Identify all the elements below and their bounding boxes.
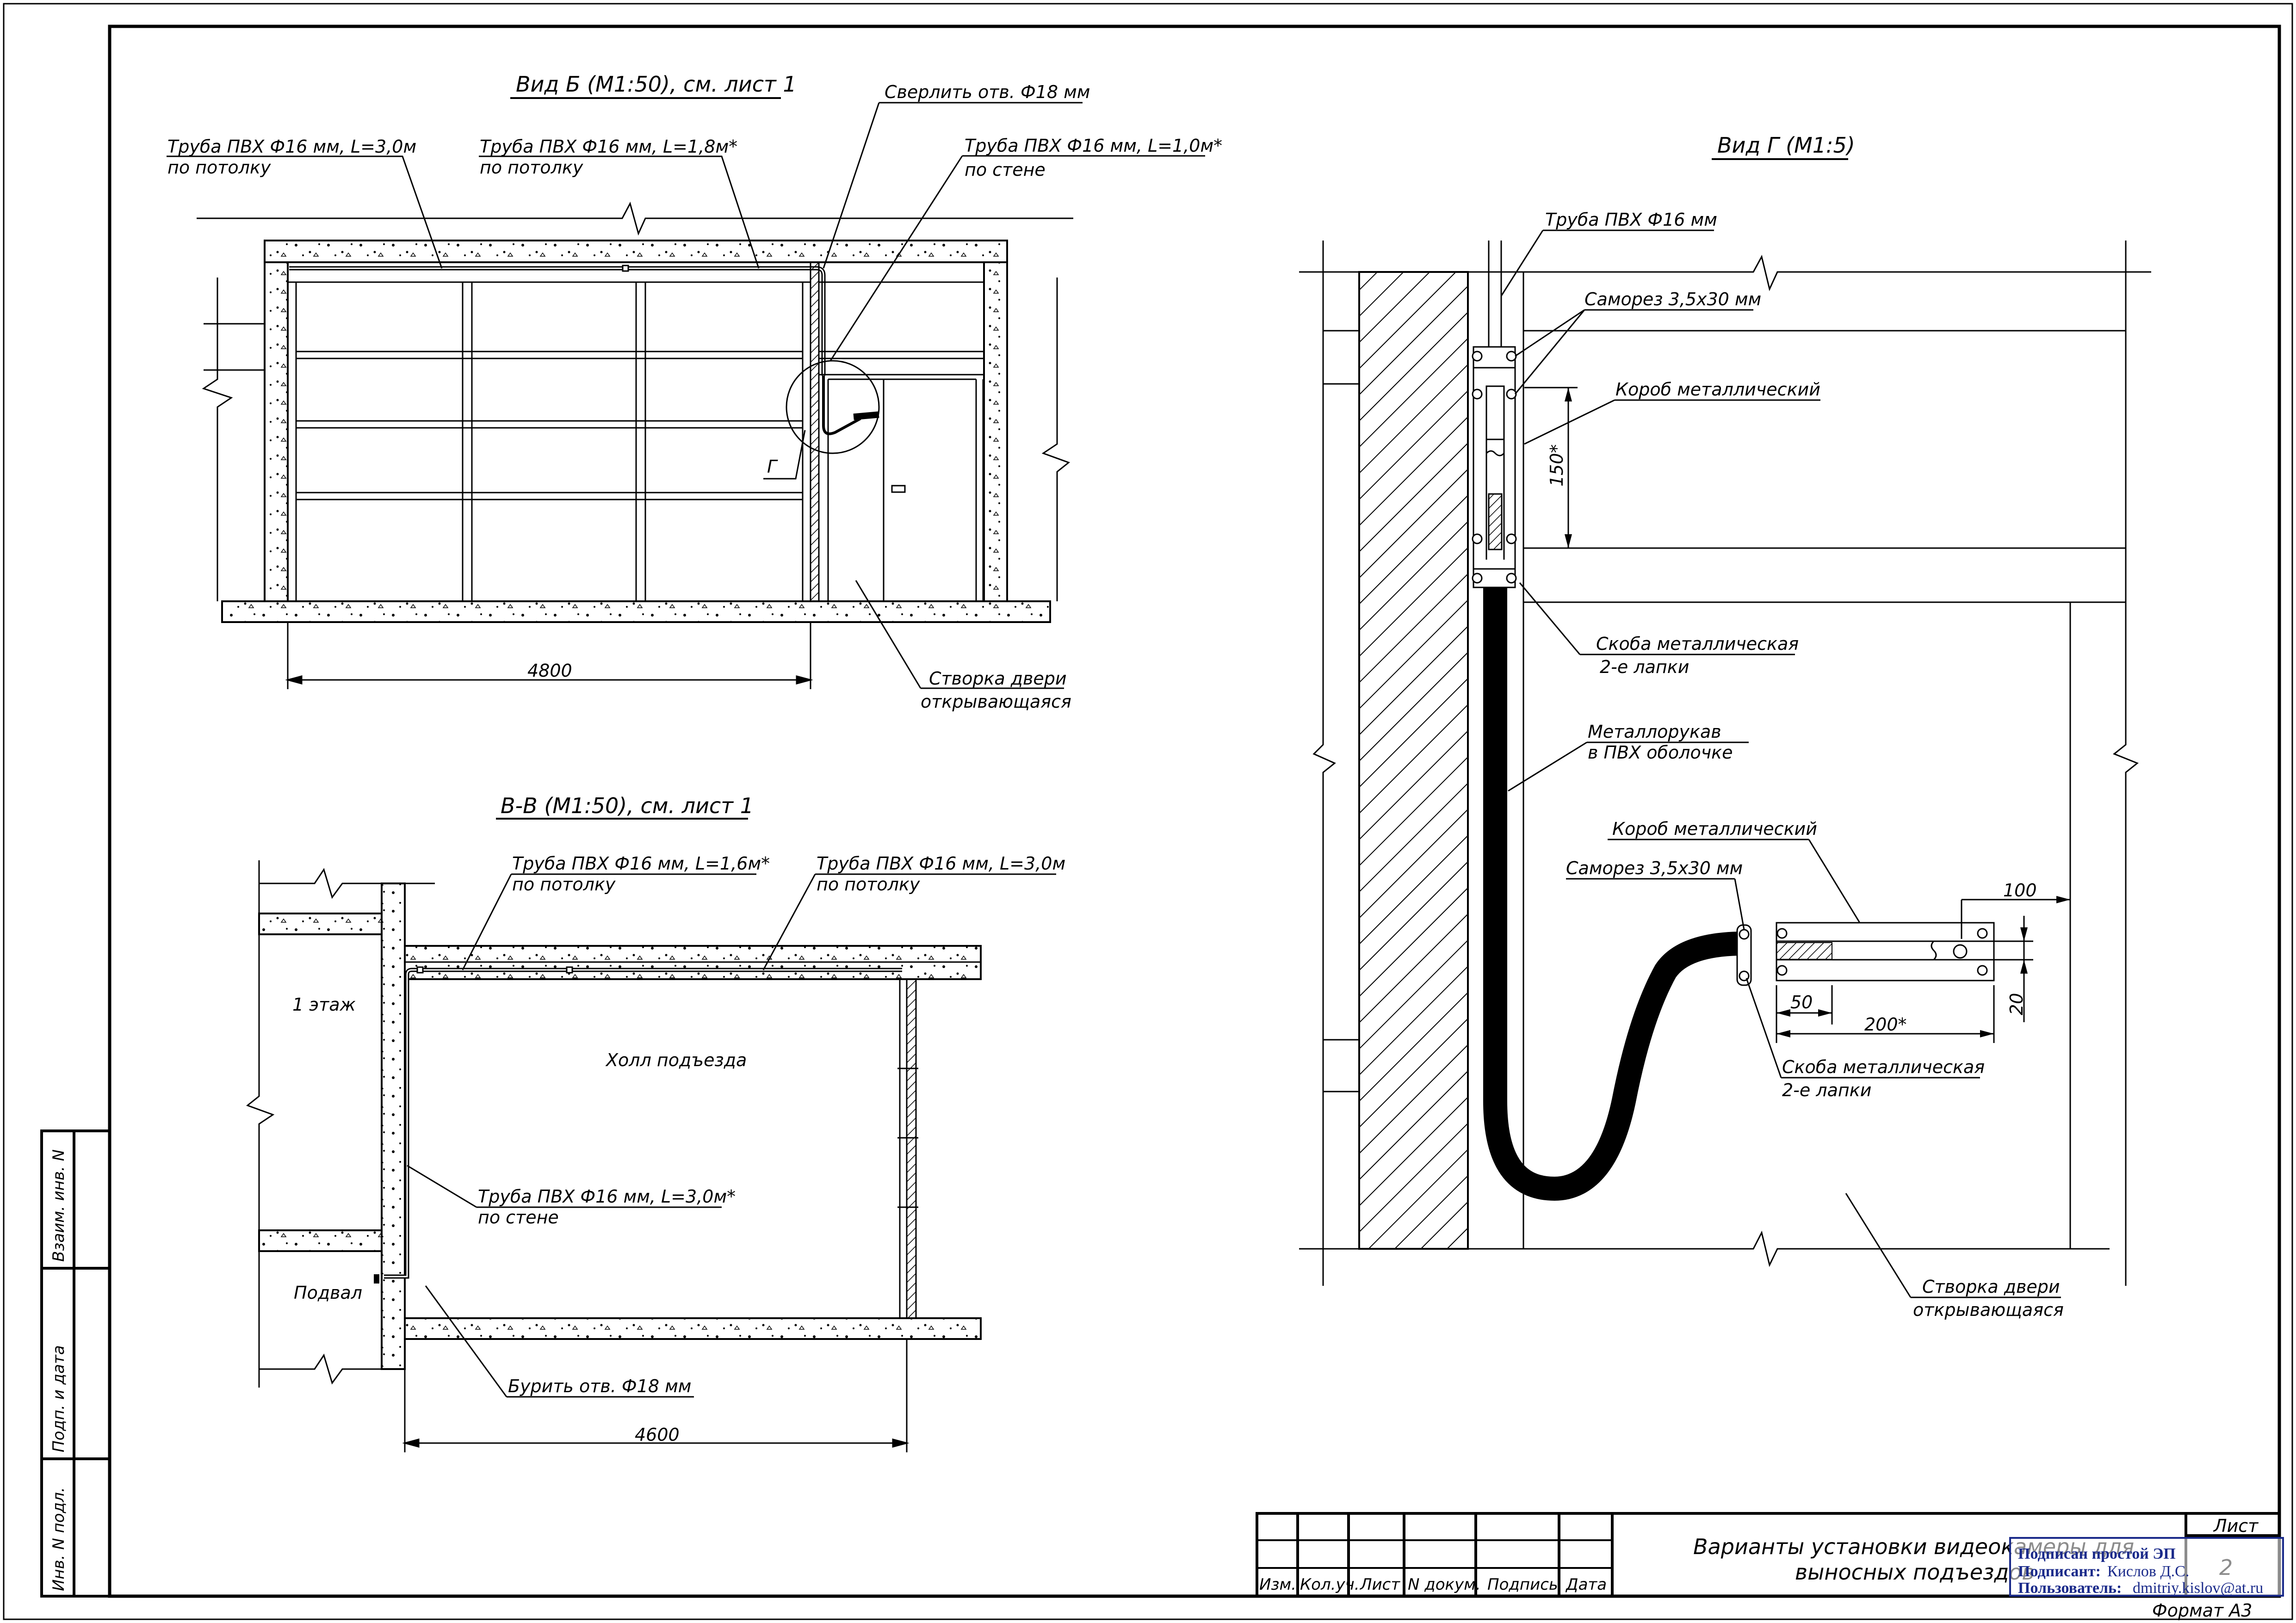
view-g-screw-bottom: Саморез 3,5х30 мм xyxy=(1566,858,1743,878)
view-b-pipe1-l2: по потолку xyxy=(167,157,271,178)
view-vv-floor1: 1 этаж xyxy=(292,994,356,1015)
view-b-dimension: 4800 xyxy=(527,660,572,681)
view-vv-basement: Подвал xyxy=(294,1283,362,1303)
tb-header-list: Лист xyxy=(1359,1575,1400,1594)
tb-title-line2: выносных подъездов xyxy=(1795,1560,2035,1585)
signature-line3-value: dmitriy.kislov@at.ru xyxy=(2133,1580,2263,1597)
tb-header-izm: Изм. xyxy=(1259,1575,1296,1594)
view-b-title: Вид Б (М1:50), см. лист 1 xyxy=(516,72,797,97)
tb-header-podpis: Подпись xyxy=(1487,1575,1558,1594)
view-vv-pipe3-l1: Труба ПВХ Ф16 мм, L=3,0м* xyxy=(478,1186,736,1207)
view-g: Вид Г (М1:5) xyxy=(1299,133,2151,1320)
view-b: Вид Б (М1:50), см. лист 1 xyxy=(167,72,1222,712)
view-vv: В-В (М1:50), см. лист 1 xyxy=(246,793,1065,1452)
tb-header-ndokum: N докум. xyxy=(1408,1575,1481,1594)
view-b-drill: Сверлить отв. Ф18 мм xyxy=(885,82,1090,102)
signature-line3-label: Пользователь: xyxy=(2018,1580,2122,1597)
view-vv-dimension: 4600 xyxy=(635,1425,680,1445)
view-vv-title: В-В (М1:50), см. лист 1 xyxy=(501,793,754,818)
view-b-pipe1-l1: Труба ПВХ Ф16 мм, L=3,0м xyxy=(167,136,416,157)
signature-stamp: Подписан простой ЭП Подписант: Кислов Д.… xyxy=(2009,1537,2284,1597)
view-g-box-top: Короб металлический xyxy=(1615,379,1820,400)
view-b-callout: Г xyxy=(767,457,778,477)
tb-header-data: Дата xyxy=(1565,1575,1607,1594)
view-b-pipe3-l1: Труба ПВХ Ф16 мм, L=1,0м* xyxy=(965,136,1222,156)
sheet-frame xyxy=(3,3,2293,1620)
view-g-box-bottom: Короб металлический xyxy=(1612,819,1817,839)
signature-line1: Подписан простой ЭП xyxy=(2018,1545,2176,1562)
tb-sheet-label: Лист xyxy=(2213,1516,2259,1536)
view-g-title: Вид Г (М1:5) xyxy=(1717,133,1855,158)
view-g-screw-top: Саморез 3,5х30 мм xyxy=(1584,289,1761,309)
view-g-hose-l2: в ПВХ оболочке xyxy=(1588,742,1733,763)
view-g-dim-100: 100 xyxy=(2003,880,2037,901)
view-vv-pipe1-l1: Труба ПВХ Ф16 мм, L=1,6м* xyxy=(512,853,770,874)
view-g-bracket-bottom-l2: 2-е лапки xyxy=(1782,1080,1871,1100)
signature-line2-value: Кислов Д.С. xyxy=(2107,1563,2189,1580)
view-g-dim-200: 200* xyxy=(1864,1014,1907,1035)
tb-format: Формат А3 xyxy=(2152,1600,2252,1621)
view-g-bracket-top-l1: Скоба металлическая xyxy=(1596,634,1799,654)
view-g-bracket-bottom-l1: Скоба металлическая xyxy=(1782,1057,1985,1077)
view-g-dim-50: 50 xyxy=(1790,992,1813,1012)
view-g-door-l2: открывающаяся xyxy=(1913,1300,2064,1320)
view-vv-drill: Бурить отв. Ф18 мм xyxy=(508,1376,691,1396)
side-stamp xyxy=(40,1129,111,1598)
view-g-dim-20: 20 xyxy=(2006,993,2027,1015)
view-b-pipe3-l2: по стене xyxy=(965,160,1046,180)
view-g-pipe: Труба ПВХ Ф16 мм xyxy=(1545,210,1717,230)
view-g-door-l1: Створка двери xyxy=(1922,1277,2060,1297)
view-vv-pipe2-l1: Труба ПВХ Ф16 мм, L=3,0м xyxy=(817,853,1065,874)
stamp-col-3: Инв. N подл. xyxy=(50,1487,68,1591)
view-g-hose-l1: Металлорукав xyxy=(1588,722,1721,742)
view-b-pipe2-l2: по потолку xyxy=(480,157,583,178)
view-vv-pipe2-l2: по потолку xyxy=(817,874,920,895)
view-g-dim-150: 150* xyxy=(1547,444,1567,487)
stamp-col-1: Взаим. инв. N xyxy=(50,1149,68,1262)
view-b-door-l2: открывающаяся xyxy=(921,691,1071,712)
view-vv-hall: Холл подъезда xyxy=(605,1050,747,1070)
signature-line2-label: Подписант: xyxy=(2018,1563,2101,1580)
view-b-pipe2-l1: Труба ПВХ Ф16 мм, L=1,8м* xyxy=(480,136,737,157)
stamp-col-2: Подп. и дата xyxy=(50,1345,68,1452)
view-vv-pipe3-l2: по стене xyxy=(478,1207,559,1228)
view-vv-pipe1-l2: по потолку xyxy=(512,874,616,895)
view-b-door-l1: Створка двери xyxy=(929,668,1067,689)
tb-header-koluch: Кол.уч. xyxy=(1300,1575,1360,1594)
view-g-bracket-top-l2: 2-е лапки xyxy=(1600,657,1689,677)
